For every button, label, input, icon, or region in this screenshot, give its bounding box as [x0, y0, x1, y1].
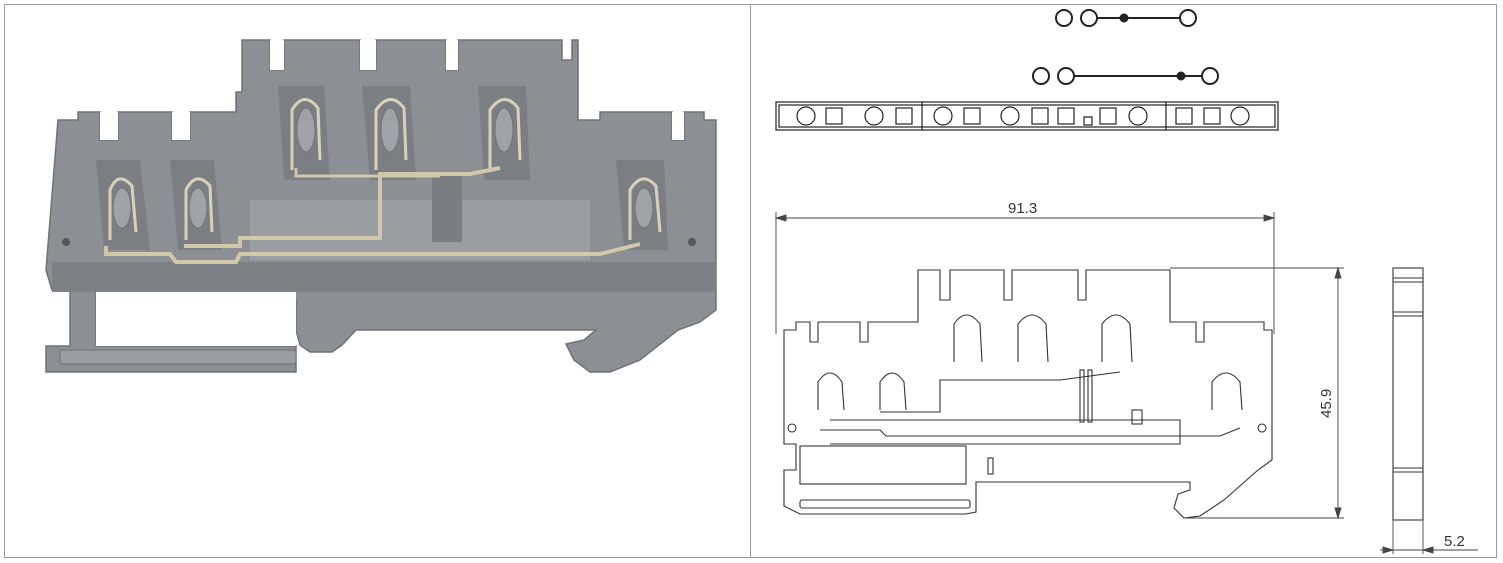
spring-clamp-5: [488, 98, 522, 170]
schematic-2-terminal-a: [1032, 67, 1050, 85]
clamp-button-1: [112, 187, 132, 229]
tv-round-2: [864, 106, 884, 126]
bus-bar-lower: [104, 242, 641, 264]
side-view-clamps: [817, 314, 1243, 411]
sv-clamp-5: [1101, 314, 1133, 363]
schematic-symbol-2: [1032, 67, 1219, 85]
sv-hole-right: [1257, 423, 1267, 433]
notch-4: [100, 112, 118, 140]
sv-clamp-1: [817, 372, 845, 411]
tv-square-1: [825, 107, 843, 125]
height-arrow-bottom: [1334, 507, 1342, 520]
tv-round-5: [1128, 106, 1148, 126]
width-arrow-left: [774, 214, 787, 222]
schematic-1-junction: [1119, 13, 1129, 23]
schematic-1-terminal-c: [1179, 9, 1197, 27]
width-arrow-right: [1263, 214, 1276, 222]
top-view-strip: [775, 101, 1279, 131]
clamp-button-6: [634, 187, 654, 229]
bus-bar-upper: [184, 166, 501, 248]
bus-bar-mid: [294, 168, 440, 178]
tv-square-3: [963, 107, 981, 125]
schematic-1-terminal-a: [1055, 9, 1073, 27]
side-view-clip-bar: [799, 499, 971, 509]
sv-clamp-6: [1211, 372, 1243, 411]
mounting-hole-right: [688, 238, 696, 246]
height-dimension-label: 45.9: [1318, 389, 1335, 418]
thickness-arrow-left: [1382, 546, 1395, 554]
clamp-button-4: [380, 107, 400, 153]
spring-clamp-3: [290, 98, 322, 170]
housing-rail-slot: [96, 292, 296, 346]
width-dimension-label: 91.3: [1008, 200, 1037, 217]
spring-clamp-1: [108, 177, 138, 240]
clamp-button-2: [188, 187, 208, 229]
side-view-post-1: [1079, 369, 1085, 423]
top-view-features: [796, 102, 1250, 130]
spring-clamps: [108, 98, 662, 240]
side-view-mid-step: [830, 419, 1181, 445]
spring-clamp-6: [628, 177, 662, 240]
tv-square-2: [895, 107, 913, 125]
height-dimension: [1170, 266, 1344, 520]
end-view-drawing: [1392, 267, 1424, 521]
tv-square-7: [1175, 107, 1193, 125]
sv-clamp-4: [1017, 314, 1049, 363]
tv-small-square: [1083, 116, 1093, 126]
clamp-button-5: [494, 107, 514, 153]
top-view-outline: [775, 101, 1279, 131]
tv-round-1: [796, 106, 816, 126]
notch-2: [360, 40, 376, 70]
panel-divider: [750, 4, 751, 558]
tv-round-3: [933, 106, 953, 126]
housing-center-step: [250, 200, 590, 260]
tv-square-4: [1031, 107, 1049, 125]
tv-round-4: [1000, 106, 1020, 126]
sv-clamp-3: [953, 314, 983, 363]
sv-hole-left: [787, 423, 797, 433]
end-view-outline: [1392, 267, 1424, 521]
schematic-2-terminal-b: [1057, 67, 1075, 85]
tv-round-6: [1230, 106, 1250, 126]
spring-clamp-2: [184, 177, 214, 240]
schematic-symbol-1: [1055, 9, 1197, 27]
thickness-arrow-right: [1421, 546, 1434, 554]
schematic-2-junction: [1176, 71, 1186, 81]
tv-square-5: [1057, 107, 1075, 125]
side-view-pin: [987, 457, 994, 475]
rail-clip-bar: [59, 349, 297, 365]
sv-clamp-2: [879, 372, 907, 411]
thickness-dimension-label: 5.2: [1444, 533, 1465, 550]
height-arrow-top: [1334, 266, 1342, 279]
notch-3: [446, 40, 458, 70]
clamp-button-3: [296, 107, 316, 153]
notch-1: [270, 40, 284, 70]
spring-clamp-4: [374, 98, 408, 170]
side-view-drawing: [783, 269, 1273, 519]
side-view-post-3: [1131, 409, 1143, 425]
side-view-post-2: [1087, 369, 1093, 423]
terminal-block-photo: [45, 39, 717, 373]
notch-6: [672, 112, 684, 140]
schematic-2-terminal-c: [1201, 67, 1219, 85]
mounting-hole-left: [62, 238, 70, 246]
side-view-outline: [783, 269, 1273, 519]
side-view-rail-slot: [799, 445, 967, 485]
tv-square-6: [1099, 107, 1117, 125]
thickness-dimension: [1380, 520, 1478, 554]
schematic-1-terminal-b: [1080, 9, 1098, 27]
notch-5: [172, 112, 190, 140]
side-view-bus: [820, 427, 1241, 437]
tv-square-8: [1203, 107, 1221, 125]
width-dimension: [774, 212, 1276, 334]
housing-lower-band: [52, 262, 716, 292]
housing-step-shadow: [432, 172, 462, 242]
clamp-buttons: [112, 107, 654, 229]
top-view-inner: [778, 104, 1276, 128]
